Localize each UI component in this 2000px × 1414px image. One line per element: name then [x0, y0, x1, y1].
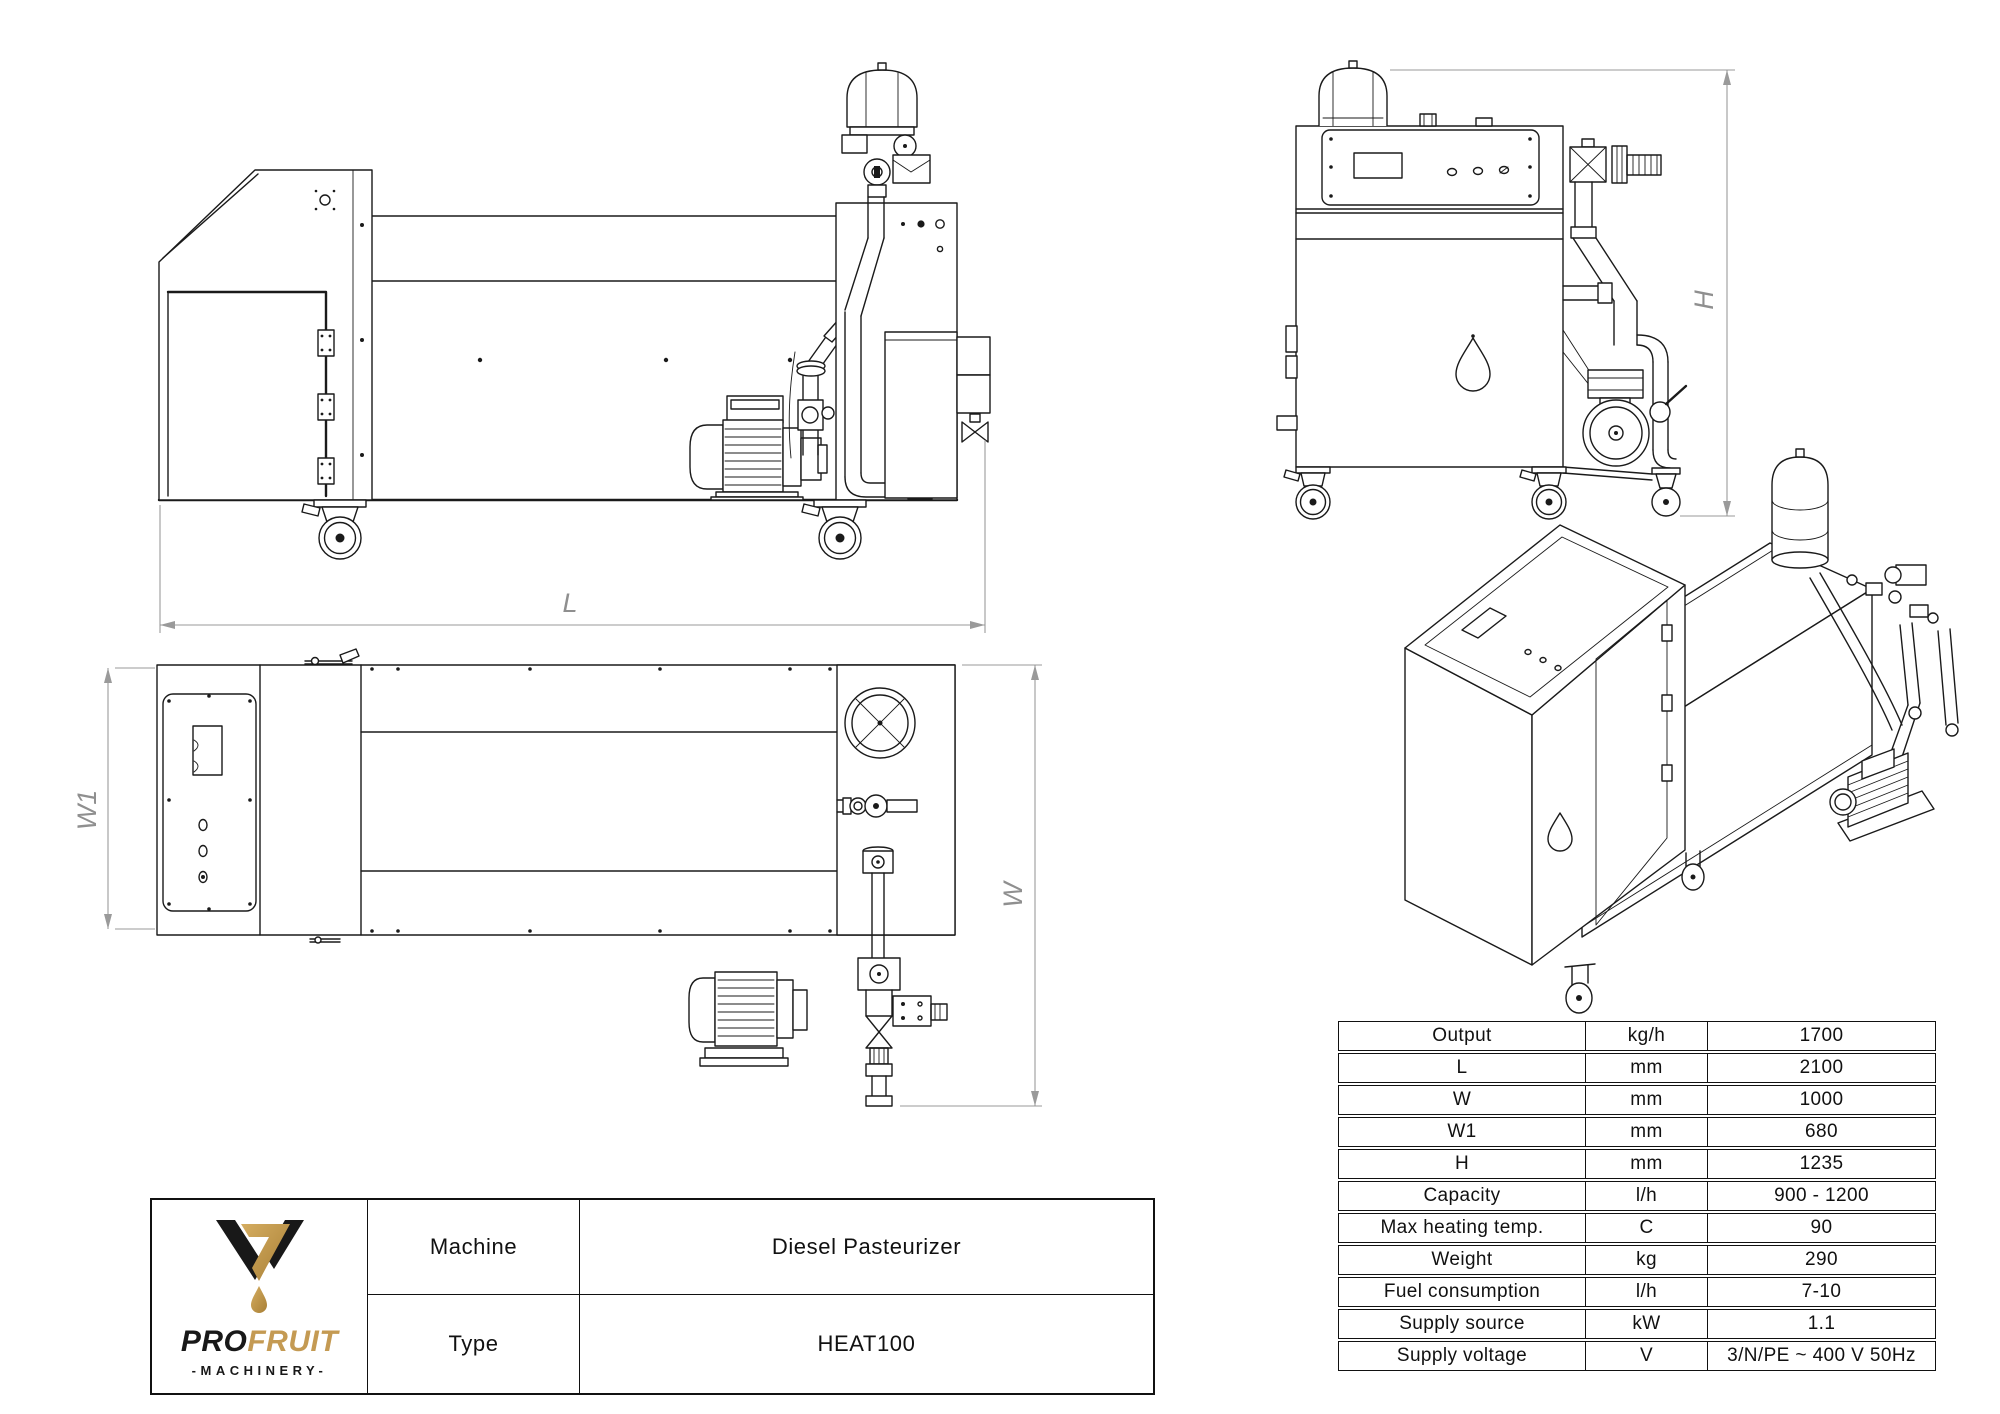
logo-wordmark: PROFRUIT	[181, 1327, 338, 1357]
title-block: PROFRUIT -MACHINERY- Machine Diesel Past…	[150, 1198, 1155, 1395]
spec-unit: mm	[1585, 1086, 1707, 1114]
spec-param: L	[1456, 1057, 1468, 1078]
iso-expansion-vessel	[1771, 448, 1829, 569]
table-row: Output kg/h 1700	[1338, 1021, 1936, 1051]
company-logo: PROFRUIT -MACHINERY-	[152, 1200, 368, 1393]
spec-unit: kg/h	[1585, 1022, 1707, 1050]
spec-value: 1235	[1707, 1150, 1935, 1178]
spec-value: 900 - 1200	[1707, 1182, 1935, 1210]
spec-param: Capacity	[1423, 1185, 1501, 1206]
spec-param: Supply source	[1399, 1313, 1525, 1334]
iso-top-fittings	[1846, 564, 1939, 624]
iso-pump	[1829, 748, 1935, 842]
spec-param: W1	[1447, 1121, 1477, 1142]
table-row: Supply voltage V 3/N/PE ~ 400 V 50Hz	[1338, 1341, 1936, 1371]
front-caster-left	[1283, 466, 1331, 520]
isometric-view-drawing	[1404, 448, 1959, 1014]
spec-unit: V	[1585, 1342, 1707, 1370]
spec-unit: C	[1585, 1214, 1707, 1242]
specifications-table: Output kg/h 1700 L mm 2100 W mm 1000 W1 …	[1338, 1021, 1936, 1371]
top-pump-assembly	[688, 934, 948, 1107]
dimension-label-L: L	[562, 588, 577, 618]
side-suction-pipe	[788, 317, 851, 459]
side-caster-right	[801, 499, 867, 560]
logo-text-fruit: FRUIT	[247, 1325, 339, 1358]
table-row: L mm 2100	[1338, 1053, 1936, 1083]
control-panel	[1321, 129, 1540, 206]
table-row: W1 mm 680	[1338, 1117, 1936, 1147]
top-right-block	[836, 664, 956, 936]
spec-unit: mm	[1585, 1118, 1707, 1146]
spec-param: H	[1454, 1153, 1470, 1174]
spec-param: W	[1452, 1089, 1472, 1110]
table-row: W mm 1000	[1338, 1085, 1936, 1115]
expansion-vessel-assembly	[841, 62, 931, 198]
table-row: Max heating temp. C 90	[1338, 1213, 1936, 1243]
logo-tagline: -MACHINERY-	[191, 1363, 328, 1378]
side-cabinet	[158, 169, 373, 501]
machine-label: Machine	[368, 1200, 580, 1295]
front-piping	[1562, 138, 1688, 469]
table-row: Fuel consumption l/h 7-10	[1338, 1277, 1936, 1307]
type-label: Type	[368, 1295, 580, 1393]
table-row: Capacity l/h 900 - 1200	[1338, 1181, 1936, 1211]
table-row: H mm 1235	[1338, 1149, 1936, 1179]
logo-text-pro: PRO	[180, 1325, 248, 1358]
table-row: Supply source kW 1.1	[1338, 1309, 1936, 1339]
side-view-drawing: L	[157, 62, 991, 633]
spec-unit: kg	[1585, 1246, 1707, 1274]
dimension-label-W: W	[998, 880, 1028, 908]
spec-value: 3/N/PE ~ 400 V 50Hz	[1707, 1342, 1935, 1370]
spec-value: 290	[1707, 1246, 1935, 1274]
front-caster-right	[1519, 466, 1567, 520]
spec-param: Max heating temp.	[1380, 1217, 1544, 1238]
burner-blower-fan	[1562, 329, 1650, 467]
spec-value: 7-10	[1707, 1278, 1935, 1306]
side-caster-left	[301, 499, 367, 560]
front-expansion-vessel	[1318, 60, 1388, 127]
spec-value: 1.1	[1707, 1310, 1935, 1338]
dimension-W: W	[900, 664, 1042, 1107]
type-value: HEAT100	[817, 1331, 916, 1356]
dimension-W1: W1	[72, 667, 155, 930]
spec-unit: mm	[1585, 1054, 1707, 1082]
table-row: Weight kg 290	[1338, 1245, 1936, 1275]
panel-display	[1353, 152, 1403, 179]
side-pump-motor	[689, 395, 828, 501]
burner-box	[884, 331, 991, 499]
profruit-logo-icon	[215, 1220, 304, 1313]
spec-unit: l/h	[1585, 1278, 1707, 1306]
spec-unit: kW	[1585, 1310, 1707, 1338]
spec-value: 1000	[1707, 1086, 1935, 1114]
spec-param: Fuel consumption	[1383, 1281, 1541, 1302]
spec-param: Supply voltage	[1396, 1345, 1528, 1366]
spec-param: Weight	[1431, 1249, 1493, 1270]
top-control-door	[162, 693, 257, 912]
iso-casters	[1564, 850, 1705, 1014]
spec-param: Output	[1432, 1025, 1492, 1046]
dimension-label-W1: W1	[72, 790, 102, 831]
front-caster-far	[1651, 467, 1681, 517]
spec-unit: mm	[1585, 1150, 1707, 1178]
iso-cabinet	[1404, 524, 1686, 966]
spec-value: 90	[1707, 1214, 1935, 1242]
front-view-drawing: H	[1276, 60, 1735, 520]
teardrop-cutout	[1455, 337, 1491, 392]
spec-value: 1700	[1707, 1022, 1935, 1050]
dimension-label-H: H	[1689, 290, 1719, 310]
iso-piping	[1809, 572, 1959, 782]
spec-unit: l/h	[1585, 1182, 1707, 1210]
dimension-H: H	[1390, 69, 1735, 517]
machine-value: Diesel Pasteurizer	[580, 1200, 1153, 1295]
spec-value: 680	[1707, 1118, 1935, 1146]
spec-value: 2100	[1707, 1054, 1935, 1082]
dimension-L: L	[159, 440, 986, 633]
top-view-drawing: W1 W	[72, 648, 1042, 1107]
